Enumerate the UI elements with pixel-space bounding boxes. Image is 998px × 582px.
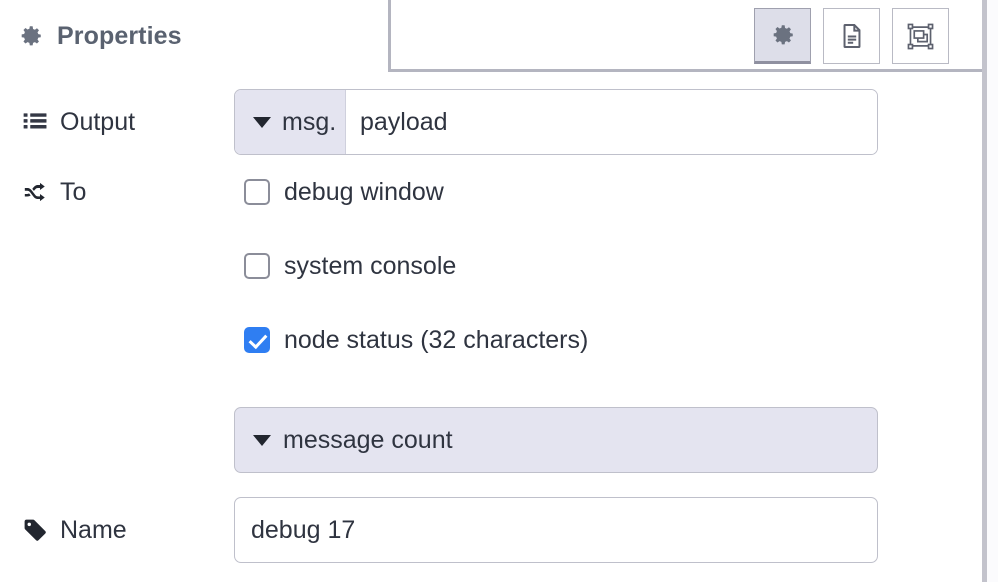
description-button[interactable]: [823, 8, 880, 64]
checkbox-label: debug window: [284, 177, 444, 206]
appearance-icon: [906, 22, 935, 51]
panel-resize-handle[interactable]: [982, 0, 987, 582]
output-type-label: msg.: [282, 107, 337, 136]
gear-icon: [770, 22, 796, 48]
tab-bar: Properties: [0, 0, 982, 72]
name-label-text: Name: [60, 515, 127, 544]
tab-properties-label: Properties: [57, 21, 182, 50]
row-output: Output msg. payload: [0, 89, 982, 155]
status-type-value: message count: [283, 425, 453, 454]
name-input[interactable]: debug 17: [234, 497, 878, 563]
status-type-select[interactable]: message count: [234, 407, 878, 473]
row-name: Name debug 17: [0, 497, 982, 563]
output-label: Output: [22, 105, 135, 139]
document-icon: [838, 22, 866, 50]
shuffle-icon: [22, 179, 48, 205]
output-type-select[interactable]: msg.: [235, 90, 346, 154]
chevron-down-icon: [253, 434, 271, 446]
gear-icon: [18, 23, 44, 49]
output-typed-input[interactable]: msg. payload: [234, 89, 878, 155]
properties-button[interactable]: [754, 8, 811, 64]
checkbox-box[interactable]: [244, 253, 270, 279]
checkbox-box[interactable]: [244, 179, 270, 205]
name-label: Name: [22, 513, 127, 547]
to-label-text: To: [60, 177, 87, 206]
tab-properties[interactable]: Properties: [0, 0, 391, 72]
checkbox-node-status[interactable]: node status (32 characters): [244, 327, 588, 353]
checkbox-system-console[interactable]: system console: [244, 253, 456, 279]
tab-bar-baseline: [390, 69, 982, 72]
output-property-input[interactable]: payload: [346, 90, 877, 154]
flow-canvas-edge: [987, 0, 998, 582]
appearance-button[interactable]: [892, 8, 949, 64]
chevron-down-icon: [253, 116, 271, 128]
checkbox-debug-window[interactable]: debug window: [244, 179, 444, 205]
output-label-text: Output: [60, 107, 136, 136]
to-label: To: [22, 175, 86, 209]
tag-icon: [22, 517, 48, 543]
checkbox-box[interactable]: [244, 327, 270, 353]
list-icon: [22, 109, 48, 135]
checkbox-label: node status (32 characters): [284, 325, 589, 354]
checkbox-label: system console: [284, 251, 457, 280]
dialog-toolbar: [754, 8, 949, 64]
